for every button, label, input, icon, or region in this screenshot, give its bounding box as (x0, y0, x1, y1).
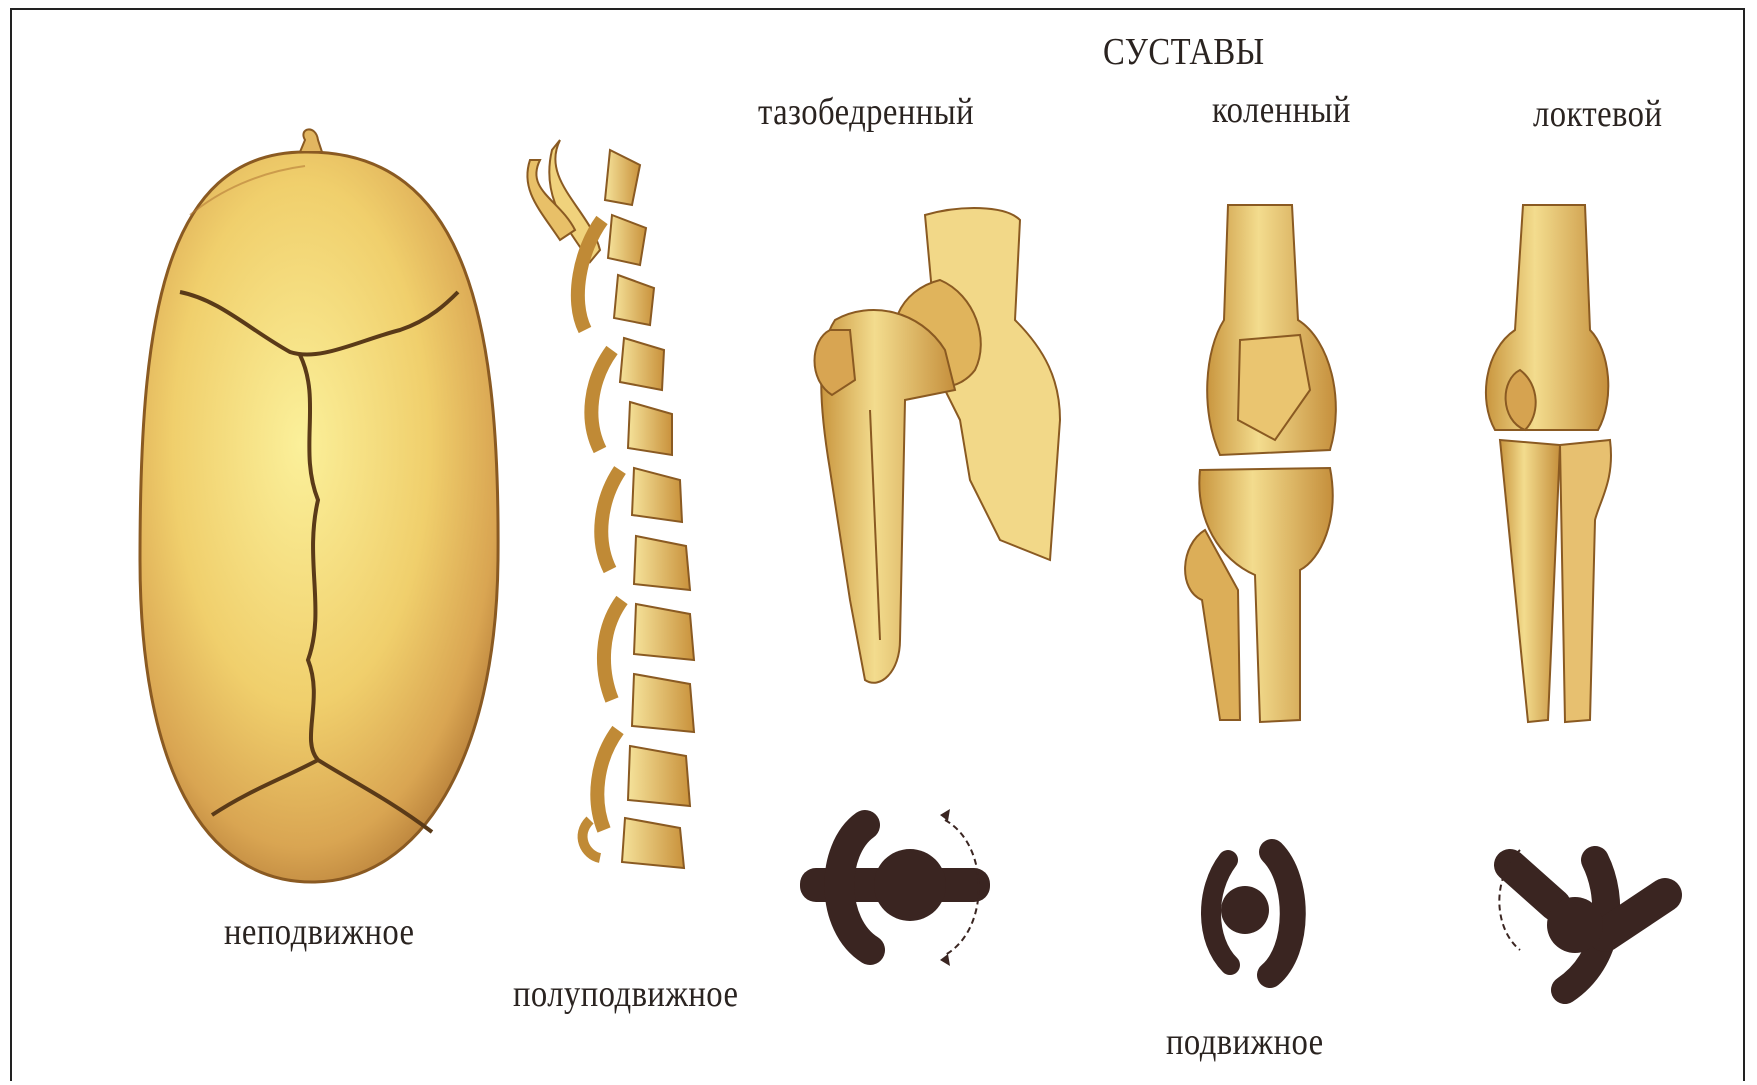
elbow-joint-symbol (1499, 850, 1665, 990)
skull-illustration (140, 129, 498, 882)
knee-joint-symbol (1211, 852, 1293, 975)
spine-illustration (527, 140, 694, 868)
hip-joint-label: тазобедренный (758, 90, 974, 134)
elbow-joint-label: локтевой (1533, 92, 1662, 136)
hip-joint-illustration (815, 208, 1061, 683)
hip-joint-symbol (800, 809, 990, 966)
title-label: СУСТАВЫ (1103, 30, 1265, 74)
movable-label: подвижное (1166, 1020, 1324, 1064)
knee-joint-illustration (1185, 205, 1336, 722)
knee-joint-label: коленный (1212, 88, 1351, 132)
immovable-label: неподвижное (224, 910, 414, 954)
semi-movable-label: полуподвижное (513, 972, 738, 1016)
elbow-joint-illustration (1486, 205, 1611, 722)
